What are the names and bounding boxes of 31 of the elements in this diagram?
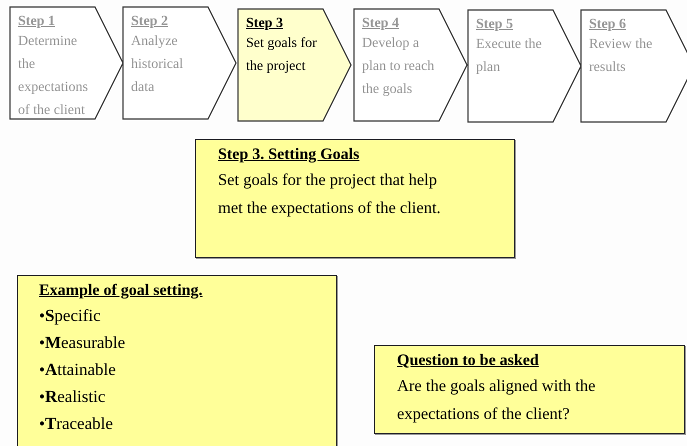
step-heading: Step 3 (246, 16, 283, 32)
step-heading: Step 5 (476, 17, 513, 33)
step-description: Set goals for the project (246, 35, 318, 76)
list-item: •Specific (39, 305, 101, 327)
step-heading: Step 4 (362, 16, 399, 32)
process-step (467, 9, 582, 123)
step-description: Review the results (589, 36, 654, 77)
box-text: Set goals for the project that help met the expectations of the client. (218, 169, 442, 219)
process-step (122, 6, 237, 120)
box-text: Are the goals aligned with the expectations of the client? (397, 375, 596, 425)
step-description: Analyze historical data (131, 33, 184, 97)
box-heading: Step 3. Setting Goals (218, 145, 360, 165)
step-description: Develop a plan to reach the goals (362, 35, 436, 99)
note-box (195, 139, 515, 258)
step-heading: Step 1 (18, 14, 55, 30)
list-item: •Attainable (39, 359, 116, 381)
note-box (374, 345, 685, 434)
box-heading: Question to be asked (397, 351, 539, 371)
step-description: Execute the plan (476, 36, 543, 77)
box-heading: Example of goal setting. (39, 281, 203, 301)
list-item: •Measurable (39, 332, 126, 354)
process-step (237, 8, 352, 122)
step-heading: Step 6 (589, 17, 626, 33)
process-step (353, 8, 468, 122)
step-heading: Step 2 (131, 14, 168, 30)
list-item: •Realistic (39, 386, 106, 408)
note-box (17, 275, 337, 446)
step-description: Determine the expectations of the client (18, 33, 89, 120)
list-item: •Traceable (39, 413, 113, 435)
process-step (580, 9, 687, 123)
process-step (9, 6, 124, 120)
